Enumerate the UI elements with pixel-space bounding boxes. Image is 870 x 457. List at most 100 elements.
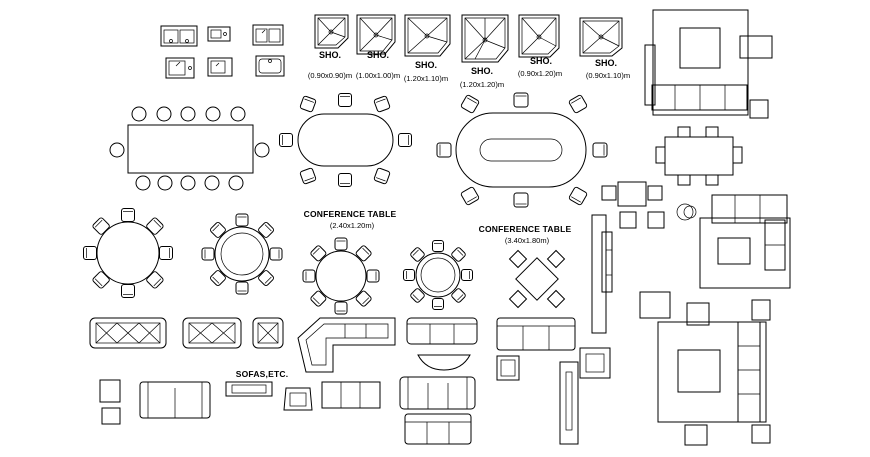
armchair bbox=[283, 387, 313, 411]
shower-1-name: SHO. bbox=[319, 50, 341, 60]
chair-icon bbox=[159, 246, 173, 260]
chair-icon bbox=[460, 94, 480, 114]
chair-icon bbox=[461, 269, 473, 281]
living-room-set-middle bbox=[699, 194, 791, 289]
rectangular-table-12-seats bbox=[109, 106, 270, 191]
chair-icon bbox=[410, 247, 425, 262]
conference-small-size: (2.40x1.20m) bbox=[330, 221, 375, 230]
single-sink-icon bbox=[207, 26, 231, 42]
sofa-three-seat bbox=[496, 317, 576, 351]
shower-4-name: SHO. bbox=[471, 66, 493, 76]
bench bbox=[225, 381, 273, 397]
shower-group: SHO. (0.90x0.90)m SHO. (1.00x1.00)m SHO.… bbox=[308, 14, 630, 89]
chair-icon bbox=[210, 270, 226, 286]
chair-icon bbox=[258, 270, 274, 286]
chair-icon bbox=[338, 93, 352, 107]
chair-icon bbox=[235, 281, 249, 295]
chair-icon bbox=[201, 247, 215, 261]
conference-large-title: CONFERENCE TABLE bbox=[479, 224, 572, 234]
shower-tray-icon bbox=[404, 14, 451, 57]
single-sink-icon bbox=[255, 55, 285, 77]
conference-large-size: (3.40x1.80m) bbox=[505, 236, 550, 245]
tv-unit-narrow bbox=[559, 361, 579, 445]
chair-icon bbox=[366, 269, 380, 283]
shower-3-size: (1.20x1.10)m bbox=[404, 74, 448, 83]
chair-icon bbox=[334, 301, 348, 315]
square-table-4-seats bbox=[508, 249, 566, 309]
shower-tray-icon bbox=[461, 14, 509, 63]
chair-icon bbox=[302, 269, 316, 283]
conference-small-title: CONFERENCE TABLE bbox=[304, 209, 397, 219]
shower-tray-icon bbox=[579, 17, 623, 57]
shower-4-size: (1.20x1.20)m bbox=[460, 80, 504, 89]
chair-icon bbox=[310, 290, 327, 307]
chair-icon bbox=[279, 133, 293, 147]
round-table-8-seats bbox=[403, 240, 473, 310]
sofa-two-seat bbox=[139, 381, 211, 419]
chair-icon bbox=[592, 142, 608, 158]
chair-icon bbox=[334, 237, 348, 251]
chair-icon bbox=[355, 290, 372, 307]
small-table-2-chairs bbox=[601, 181, 697, 229]
shower-3-name: SHO. bbox=[415, 60, 437, 70]
round-table-8-seats bbox=[201, 213, 283, 295]
sofa-three-seat bbox=[399, 376, 476, 410]
chair-icon bbox=[310, 245, 327, 262]
armchair bbox=[99, 379, 121, 425]
chair-icon bbox=[403, 269, 415, 281]
conference-table-large: CONFERENCE TABLE (3.40x1.80m) bbox=[436, 92, 608, 245]
living-room-set-top bbox=[644, 9, 773, 119]
chair-icon bbox=[432, 240, 444, 252]
chair-icon bbox=[451, 288, 466, 303]
double-sink-icon bbox=[252, 24, 284, 46]
chair-icon bbox=[269, 247, 283, 261]
sofa-three-seat bbox=[89, 317, 167, 349]
chair-icon bbox=[83, 246, 97, 260]
chair-icon bbox=[513, 92, 529, 108]
shower-tray-icon bbox=[356, 14, 396, 55]
chair-icon bbox=[432, 298, 444, 310]
double-sink-icon bbox=[160, 25, 198, 47]
chair-icon bbox=[92, 271, 110, 289]
chair-icon bbox=[299, 167, 317, 185]
single-sink-icon bbox=[165, 57, 195, 79]
chair-icon bbox=[373, 95, 391, 113]
chair-icon bbox=[258, 222, 274, 238]
conference-table-small: CONFERENCE TABLE (2.40x1.20m) bbox=[279, 93, 412, 230]
chair-icon bbox=[436, 142, 452, 158]
shower-tray-icon bbox=[314, 14, 349, 49]
shower-2-size: (1.00x1.00)m bbox=[356, 71, 400, 80]
shower-tray-icon bbox=[518, 14, 560, 58]
chair-icon bbox=[373, 167, 391, 185]
shower-6-name: SHO. bbox=[595, 58, 617, 68]
armchair bbox=[579, 347, 611, 379]
chair-icon bbox=[460, 186, 480, 206]
sideboard bbox=[321, 381, 381, 409]
sofa-two-seat bbox=[182, 317, 242, 349]
sofas-label: SOFAS,ETC. bbox=[236, 369, 289, 379]
armchair bbox=[252, 317, 284, 349]
chair-icon bbox=[513, 192, 529, 208]
armchair bbox=[496, 355, 520, 381]
chair-icon bbox=[398, 133, 412, 147]
round-table-8-seats bbox=[83, 208, 173, 298]
chair-icon bbox=[210, 222, 226, 238]
shower-6-size: (0.90x1.10)m bbox=[586, 71, 630, 80]
chair-icon bbox=[299, 95, 317, 113]
sink-group bbox=[160, 24, 285, 79]
chair-icon bbox=[568, 186, 588, 206]
tv-cabinet bbox=[591, 214, 613, 334]
dining-table-6-seats bbox=[655, 126, 743, 186]
coffee-table-oval bbox=[417, 354, 471, 371]
chair-icon bbox=[568, 94, 588, 114]
chair-icon bbox=[338, 173, 352, 187]
chair-icon bbox=[451, 247, 466, 262]
chair-icon bbox=[92, 217, 110, 235]
shower-1-size: (0.90x0.90)m bbox=[308, 71, 352, 80]
chair-icon bbox=[410, 288, 425, 303]
sofa-three-seat bbox=[406, 317, 478, 345]
chair-icon bbox=[146, 271, 164, 289]
living-room-set-bottom bbox=[639, 291, 771, 446]
chair-icon bbox=[235, 213, 249, 227]
